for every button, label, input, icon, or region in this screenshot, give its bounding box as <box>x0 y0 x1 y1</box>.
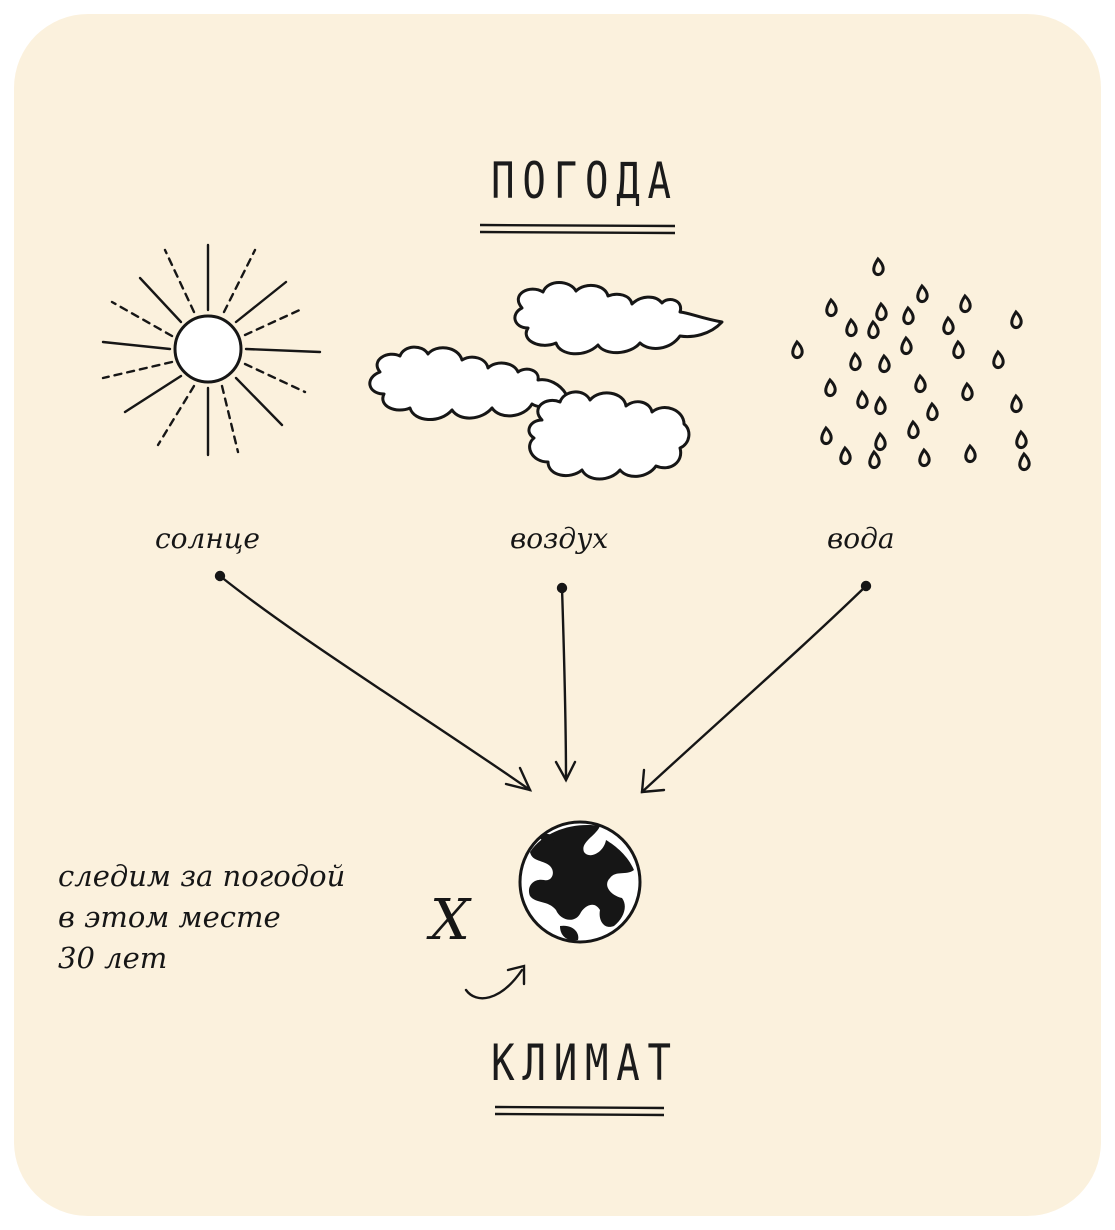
title-climate: КЛИМАТ <box>491 1034 679 1092</box>
label-sun: солнце <box>155 522 260 555</box>
climate-note-line-2: в этом месте <box>58 900 281 934</box>
diagram-card <box>14 14 1101 1216</box>
multiplier-sign: X <box>430 888 470 953</box>
clouds-icon <box>368 281 724 481</box>
climate-note: следим за погодой в этом месте 30 лет <box>58 856 345 979</box>
raindrops-icon <box>791 256 1031 471</box>
title-bottom-underline <box>494 1105 665 1117</box>
rotation-arrow-icon <box>464 964 526 1000</box>
title-top-underline <box>479 223 676 235</box>
label-air: воздух <box>510 522 609 555</box>
globe-icon <box>518 820 642 944</box>
climate-note-line-1: следим за погодой <box>58 859 346 893</box>
title-weather: ПОГОДА <box>491 152 679 210</box>
arrow-sun-to-climate <box>214 570 533 792</box>
climate-note-line-3: 30 лет <box>58 941 168 975</box>
arrow-air-to-climate <box>554 582 577 783</box>
sun-icon <box>101 243 322 457</box>
label-water: вода <box>827 522 895 555</box>
arrow-water-to-climate <box>640 580 872 794</box>
